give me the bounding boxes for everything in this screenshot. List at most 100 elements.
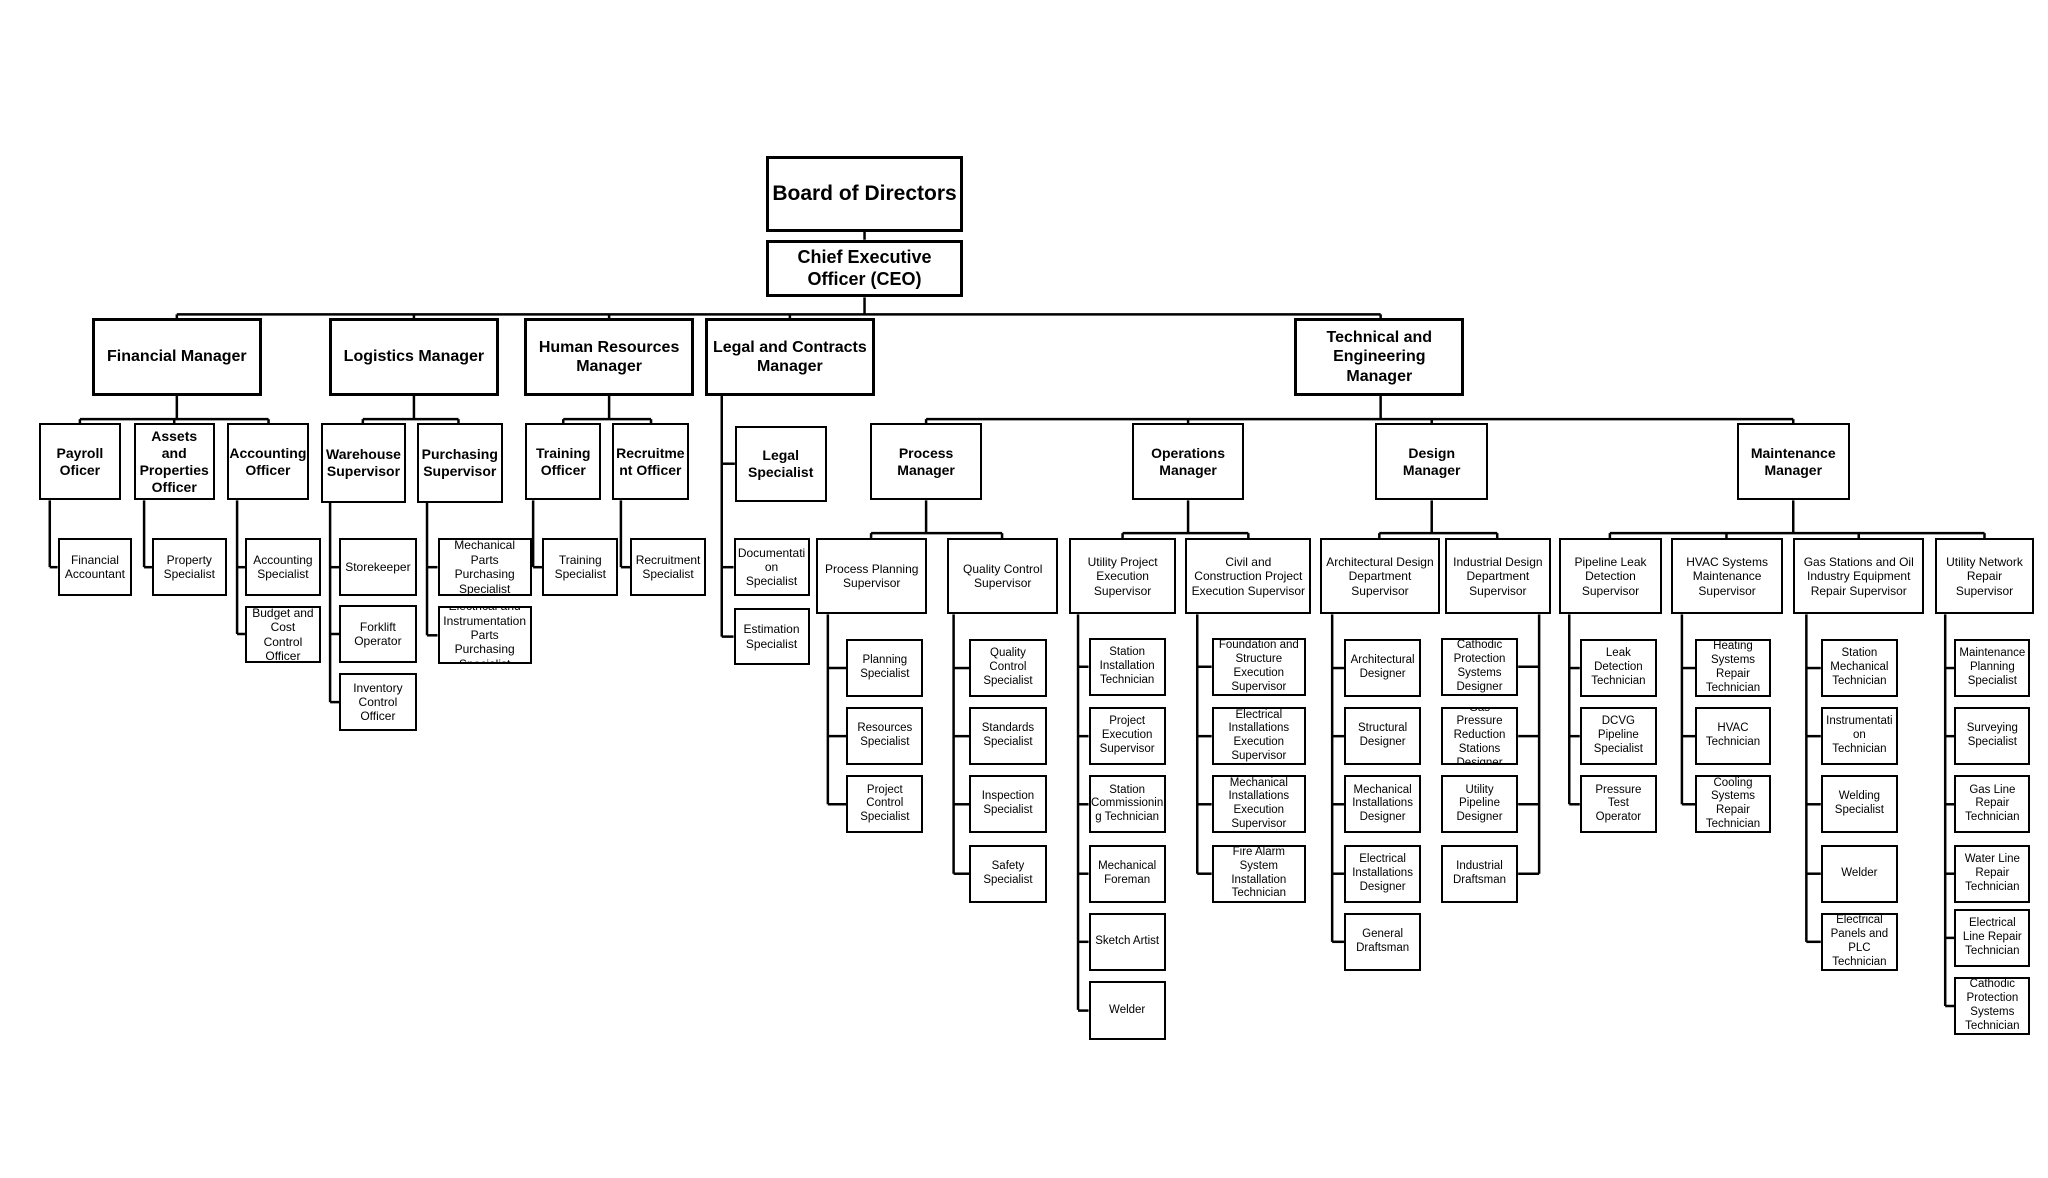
hvac-maintenance-supervisor: HVAC Systems Maintenance Supervisor [1671,538,1783,615]
utility-project-item: Welder [1088,981,1166,1041]
civil-construction-supervisor-label: Civil and Construction Project Execution… [1191,554,1306,598]
inventory-control-officer-label: Inventory Control Officer [353,680,403,724]
quality-control-item-label: Quality Control Specialist [983,647,1033,687]
utility-network-item-label: Electrical Line Repair Technician [1962,917,2022,957]
pipeline-leak-item: Leak Detection Technician [1579,639,1658,697]
documentation-specialist: Documentati on Specialist [733,538,810,596]
utility-network-item: Cathodic Protection Systems Technician [1954,977,2031,1035]
utility-network-item-label: Water Line Repair Technician [1964,852,2020,893]
civil-construction-item: Electrical Installations Execution Super… [1211,707,1306,765]
design-manager-label: Design Manager [1402,444,1461,478]
utility-project-item-label: Project Execution Supervisor [1099,715,1155,756]
architectural-design-item: Mechanical Installations Designer [1343,775,1422,834]
accounting-specialist: Accounting Specialist [244,538,321,596]
architectural-design-item-label: General Draftsman [1356,928,1410,954]
quality-control-item-label: Standards Specialist [981,722,1035,749]
process-manager: Process Manager [869,423,983,501]
legal-specialist-label: Legal Specialist [748,446,814,480]
human-resources-manager-label: Human Resources Manager [538,338,680,375]
property-specialist: Property Specialist [151,538,227,596]
ceo-label: Chief Executive Officer (CEO) [797,246,932,289]
logistics-manager-label: Logistics Manager [343,348,485,366]
accounting-officer-label: Accounting Officer [229,444,307,478]
gas-stations-item: Station Mechanical Technician [1820,639,1899,697]
training-officer-label: Training Officer [536,444,591,478]
financial-accountant: Financial Accountant [57,538,133,596]
quality-control-item: Inspection Specialist [969,775,1047,834]
quality-control-supervisor-label: Quality Control Supervisor [963,561,1043,591]
utility-network-item: Electrical Line Repair Technician [1954,909,2031,967]
quality-control-item-label: Safety Specialist [983,859,1033,886]
utility-network-item-label: Cathodic Protection Systems Technician [1965,978,2020,1032]
design-manager: Design Manager [1375,423,1489,501]
quality-control-item-label: Inspection Specialist [981,790,1035,817]
gas-stations-item: Electrical Panels and PLC Technician [1820,913,1899,971]
hvac-item-label: Heating Systems Repair Technician [1705,640,1761,694]
purchasing-supervisor: Purchasing Supervisor [416,423,503,503]
architectural-design-item-label: Electrical Installations Designer [1352,852,1413,893]
logistics-manager: Logistics Manager [328,318,500,396]
maintenance-manager-label: Maintenance Manager [1750,444,1836,478]
property-specialist-label: Property Specialist [163,552,215,582]
hvac-item: Cooling Systems Repair Technician [1695,775,1771,834]
hvac-maintenance-supervisor-label: HVAC Systems Maintenance Supervisor [1686,554,1768,598]
hvac-item-label: Cooling Systems Repair Technician [1705,776,1761,831]
process-planning-item: Project Control Specialist [846,775,924,834]
civil-construction-item-label: Fire Alarm System Installation Technicia… [1231,846,1287,900]
pipeline-leak-item-label: DCVG Pipeline Specialist [1593,715,1643,756]
utility-project-item: Station Installation Technician [1088,637,1166,696]
architectural-design-item-label: Architectural Designer [1350,654,1415,681]
recruitment-specialist: Recruitment Specialist [630,538,707,596]
industrial-design-item: Industrial Draftsman [1440,844,1519,903]
pipeline-leak-item-label: Pressure Test Operator [1595,783,1642,824]
ceo: Chief Executive Officer (CEO) [766,239,963,298]
civil-construction-item-label: Mechanical Installations Execution Super… [1228,776,1290,831]
utility-network-repair-supervisor: Utility Network Repair Supervisor [1934,538,2035,615]
utility-network-item-label: Gas Line Repair Technician [1965,783,2020,824]
civil-construction-item-label: Foundation and Structure Execution Super… [1218,639,1299,693]
training-specialist: Training Specialist [542,538,619,596]
payroll-officer: Payroll Oficer [39,423,121,501]
gas-stations-item-label: Instrumentati on Technician [1826,715,1893,756]
industrial-design-supervisor: Industrial Design Department Supervisor [1444,538,1551,615]
gas-stations-item: Welding Specialist [1820,775,1899,834]
architectural-design-item: Architectural Designer [1343,639,1422,697]
operations-manager: Operations Manager [1131,423,1245,501]
hvac-item: HVAC Technician [1695,707,1771,765]
process-planning-item: Resources Specialist [846,707,924,765]
gas-stations-item: Instrumentati on Technician [1820,707,1899,765]
gas-stations-repair-supervisor: Gas Stations and Oil Industry Equipment … [1793,538,1925,615]
utility-project-item: Station Commissionin g Technician [1088,775,1166,834]
utility-network-item-label: Maintenance Planning Specialist [1959,647,2026,687]
quality-control-supervisor: Quality Control Supervisor [947,538,1059,615]
estimation-specialist: Estimation Specialist [733,607,810,666]
civil-construction-item: Mechanical Installations Execution Super… [1211,775,1306,834]
warehouse-supervisor-label: Warehouse Supervisor [326,446,401,480]
architectural-design-supervisor: Architectural Design Department Supervis… [1320,538,1440,615]
budget-cost-control-officer: Budget and Cost Control Officer [244,606,321,663]
utility-project-execution-supervisor: Utility Project Execution Supervisor [1068,538,1177,615]
financial-manager: Financial Manager [91,318,262,396]
board-of-directors-label: Board of Directors [772,182,957,206]
process-planning-item-label: Planning Specialist [860,654,910,681]
pipeline-leak-detection-supervisor: Pipeline Leak Detection Supervisor [1558,538,1663,615]
assets-properties-officer-label: Assets and Properties Officer [139,428,209,495]
pipeline-leak-item: Pressure Test Operator [1579,775,1658,834]
utility-project-item-label: Station Commissionin g Technician [1091,783,1164,824]
architectural-design-item: Structural Designer [1343,707,1422,765]
utility-project-item: Sketch Artist [1088,913,1166,971]
estimation-specialist-label: Estimation Specialist [743,622,800,651]
financial-accountant-label: Financial Accountant [64,552,125,582]
legal-specialist: Legal Specialist [734,425,827,502]
utility-network-repair-supervisor-label: Utility Network Repair Supervisor [1946,554,2023,598]
gas-stations-item-label: Welder [1841,866,1878,879]
utility-network-item: Water Line Repair Technician [1954,844,2031,903]
forklift-operator-label: Forklift Operator [354,619,402,648]
industrial-design-supervisor-label: Industrial Design Department Supervisor [1453,554,1543,598]
utility-network-item-label: Surveying Specialist [1966,722,2018,749]
quality-control-item: Quality Control Specialist [969,639,1047,697]
technical-engineering-manager-label: Technical and Engineering Manager [1326,329,1433,385]
mechanical-parts-purchasing-specialist: Mechanical Parts Purchasing Specialist [437,538,532,596]
documentation-specialist-label: Documentati on Specialist [737,545,806,589]
